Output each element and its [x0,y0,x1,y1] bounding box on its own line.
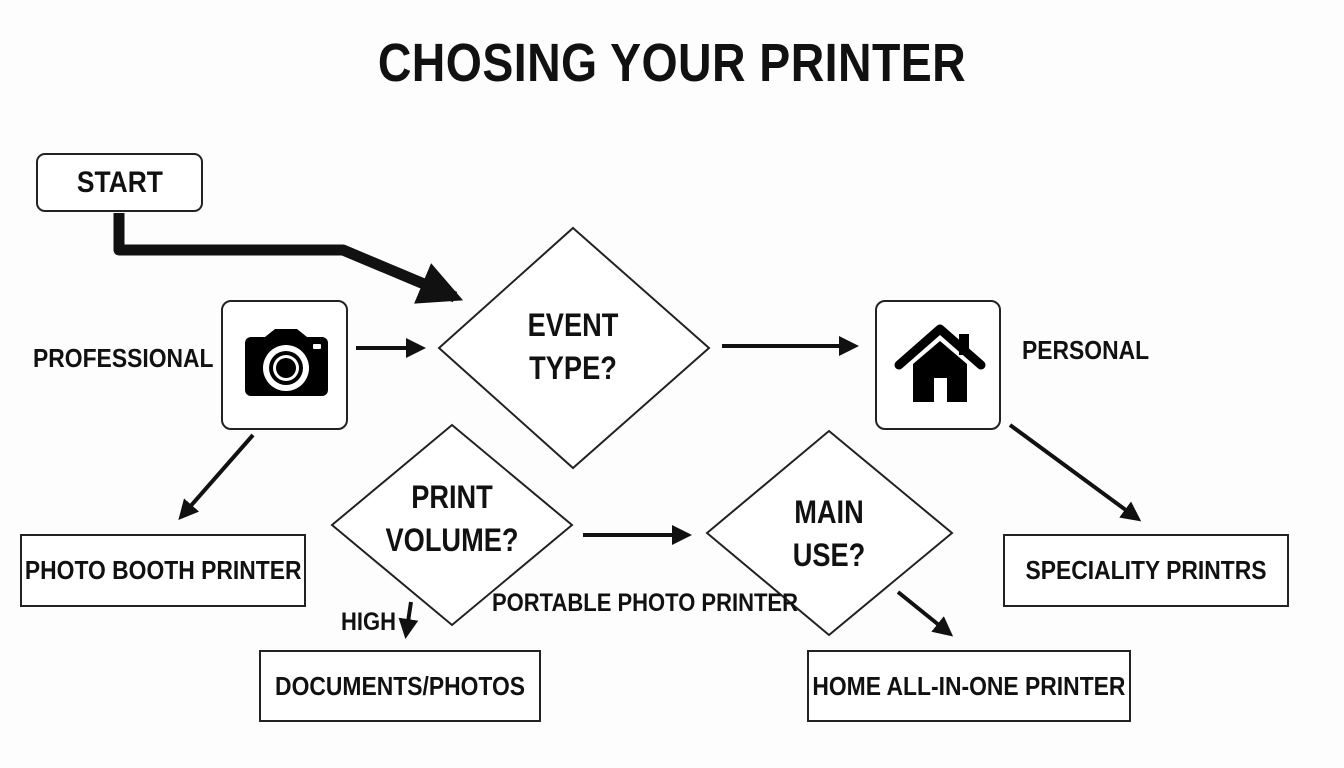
arrow-house-to-speciality [1008,423,1142,522]
main-use-line-2: USE? [792,537,866,574]
arrow-high-to-documents [398,601,419,639]
camera-icon [245,329,328,396]
event-type-line-2: TYPE? [529,350,617,387]
photo-booth-printer-node: PHOTO BOOTH PRINTER [20,534,306,607]
decision-main-use-shape [705,429,954,637]
main-use-line-1: MAIN [794,494,864,530]
start-node: START [36,153,203,212]
home-all-in-one-printer-label: HOME ALL-IN-ONE PRINTER [812,670,1126,701]
home-all-in-one-printer-node: HOME ALL-IN-ONE PRINTER [807,650,1131,722]
page-title: CHOSING YOUR PRINTER [377,33,967,93]
speciality-printers-node: SPECIALITY PRINTRS [1003,534,1289,607]
documents-photos-node: DOCUMENTS/PHOTOS [259,650,541,722]
start-label: START [76,165,163,199]
professional-label: PROFESSIONAL [33,343,214,373]
print-volume-line-1: PRINT [411,479,493,515]
photo-booth-printer-label: PHOTO BOOTH PRINTER [24,555,302,585]
decision-event-type-shape [437,226,711,470]
decision-print-volume: PRINT VOLUME? [367,476,537,562]
personal-icon-box [875,300,1001,430]
speciality-printers-label: SPECIALITY PRINTRS [1025,555,1267,585]
arrow-camera-to-photo-booth [178,433,255,521]
decision-print-volume-shape [330,423,574,627]
professional-icon-box [221,300,348,430]
event-type-line-1: EVENT [527,307,619,343]
decision-event-type: EVENT TYPE? [488,304,658,390]
arrow-start-to-event [113,213,464,304]
house-icon [894,324,986,402]
print-volume-line-2: VOLUME? [385,522,519,559]
documents-photos-label: DOCUMENTS/PHOTOS [274,670,526,701]
high-label: HIGH [341,608,396,636]
personal-label: PERSONAL [1022,335,1150,365]
decision-main-use: MAIN USE? [744,491,914,577]
arrow-main-use-to-home [896,590,954,637]
portable-photo-printer-label: PORTABLE PHOTO PRINTER [492,589,798,617]
